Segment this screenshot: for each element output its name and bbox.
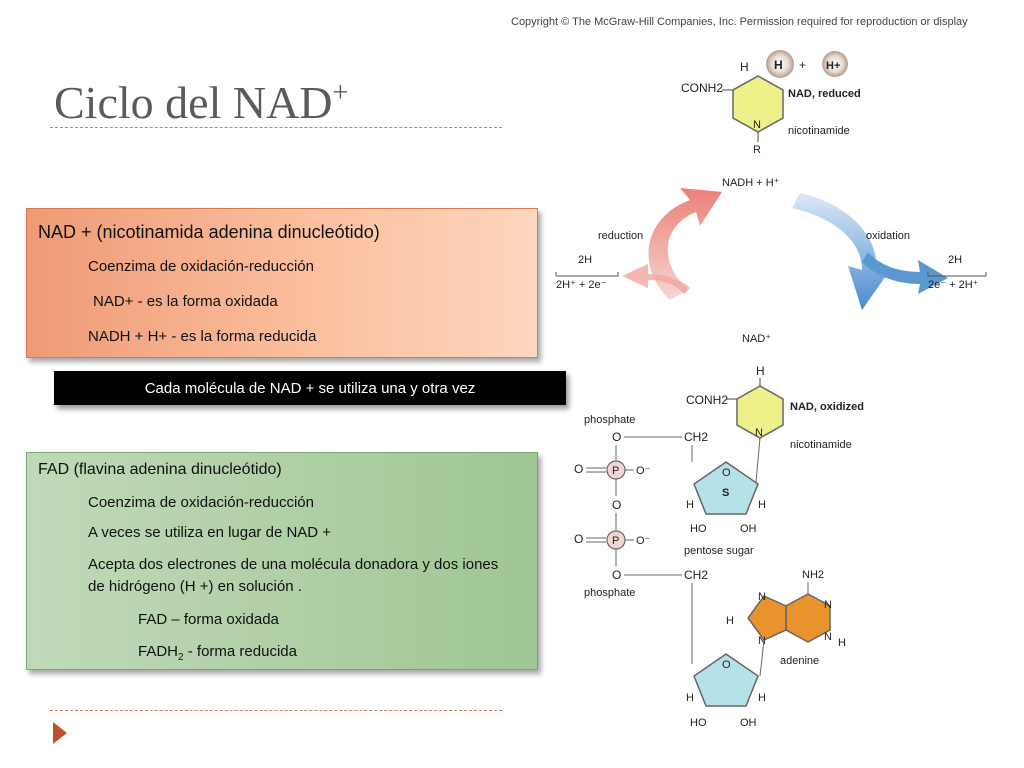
nad-info-box (26, 208, 538, 358)
sulfur-label: S (722, 487, 729, 499)
title-superscript: + (332, 77, 349, 109)
sugar-h-right: H (758, 499, 766, 511)
nad-reduced-structure: H H + H+ CONH2 NAD, reduced N R nicotina… (681, 50, 861, 156)
redox-cycle: NADH + H⁺ NAD⁺ reduction oxidation 2H 2H… (555, 177, 987, 345)
fad-oxidized-line: FAD – forma oxidada (138, 611, 279, 628)
fadh-suffix: - forma reducida (183, 643, 297, 660)
sugar2-o-label: O (722, 659, 731, 671)
nad-cycle-diagram: H H + H+ CONH2 NAD, reduced N R nicotina… (555, 50, 987, 729)
fadh-prefix: FADH (138, 643, 179, 660)
sugar2-oh-label: OH (740, 717, 757, 729)
hydrogen-ball-label: H (774, 58, 783, 72)
o-label-4: O (574, 532, 583, 546)
right-2h-label: 2H (948, 254, 962, 266)
nadh-label: NADH + H⁺ (722, 177, 780, 189)
fadh2-reduced-line: FADH2 - forma reducida (138, 643, 297, 663)
nad-reduced-label: NAD, reduced (788, 88, 861, 100)
reduced-h-label: H (740, 60, 749, 74)
ribose-bottom (693, 653, 759, 707)
reduction-arrow (648, 188, 722, 300)
hydrogen-ball (766, 50, 794, 78)
ribose-top (693, 461, 759, 515)
adenine-n-1: N (758, 591, 766, 603)
right-equation: 2e⁻ + 2H⁺ (928, 279, 979, 291)
adenine-n-3: N (758, 635, 766, 647)
fad-line-1: Coenzima de oxidación-reducción (88, 494, 314, 511)
pentose-label: pentose sugar (684, 545, 754, 557)
adenine-five-ring (747, 595, 787, 641)
reduction-side-arrow (622, 264, 690, 294)
nad-oxidized-structure: H CONH2 NAD, oxidized N nicotinamide pho… (574, 364, 864, 729)
sugar2-h-right: H (758, 692, 766, 704)
nad-line-1: Coenzima de oxidación-reducción (88, 258, 314, 275)
fad-heading: FAD (flavina adenina dinucleótido) (38, 461, 282, 478)
o-label-3: O (612, 498, 621, 512)
nad-heading: NAD + (nicotinamida adenina dinucleótido… (38, 222, 380, 242)
fadh-subscript: 2 (178, 652, 184, 663)
proton-label: H+ (826, 60, 840, 72)
oxidation-label: oxidation (866, 230, 910, 242)
title-text: Ciclo del NAD (54, 77, 333, 128)
sugar-oh-label: OH (740, 523, 757, 535)
fad-info-box (26, 452, 538, 670)
nad-line-3: NADH + H+ - es la forma reducida (88, 328, 317, 345)
nad-label: NAD⁺ (742, 333, 771, 345)
oxidation-arrow (792, 193, 890, 310)
adenine-label: adenine (780, 655, 819, 667)
title-divider (50, 127, 502, 128)
proton-ball (822, 51, 848, 77)
p-label-2: P (612, 535, 619, 547)
adenine-n-4: N (824, 631, 832, 643)
p-label-1: P (612, 465, 619, 477)
sugar2-h-left: H (686, 692, 694, 704)
reduced-n-label: N (753, 119, 761, 131)
oxidized-n-label: N (755, 427, 763, 439)
left-2h-label: 2H (578, 254, 592, 266)
sugar-h-left: H (686, 499, 694, 511)
nad-oxidized-label: NAD, oxidized (790, 401, 864, 413)
oxidation-side-arrow (862, 252, 948, 294)
fad-line-2: A veces se utiliza en lugar de NAD + (88, 524, 332, 541)
adenine-h-right: H (838, 637, 846, 649)
sugar-ho-label: HO (690, 523, 707, 535)
slide-title: Ciclo del NAD+ (54, 76, 348, 129)
nad-line-2: NAD+ - es la forma oxidada (93, 293, 278, 310)
ominus-label-1: O⁻ (636, 465, 651, 477)
ch2-top-label: CH2 (684, 430, 708, 444)
nicotinamide-top-label: nicotinamide (788, 125, 850, 137)
sugar2-ho-label: HO (690, 717, 707, 729)
ch2-bottom-label: CH2 (684, 568, 708, 582)
left-equation: 2H⁺ + 2e⁻ (556, 279, 607, 291)
phosphate-top-label: phosphate (584, 414, 635, 426)
reduction-label: reduction (598, 230, 643, 242)
conh2-bottom-label: CONH2 (686, 393, 728, 407)
adenine-h-left: H (726, 615, 734, 627)
fad-line-3: Acepta dos electrones de una molécula do… (88, 556, 499, 595)
o-label-5: O (612, 568, 621, 582)
phosphate-bottom-label: phosphate (584, 587, 635, 599)
nh2-label: NH2 (802, 569, 824, 581)
next-slide-arrow-icon[interactable] (50, 720, 70, 746)
o-label-1: O (612, 430, 621, 444)
adenine-n-2: N (824, 599, 832, 611)
reduced-r-label: R (753, 144, 761, 156)
conh2-top-label: CONH2 (681, 81, 723, 95)
sugar-o-label: O (722, 467, 731, 479)
plus-label: + (799, 58, 806, 72)
o-label-2: O (574, 462, 583, 476)
reuse-banner: Cada molécula de NAD + se utiliza una y … (54, 371, 566, 405)
oxidized-h-label: H (756, 364, 765, 378)
footer-divider (50, 710, 502, 711)
ominus-label-2: O⁻ (636, 535, 651, 547)
nicotinamide-bottom-label: nicotinamide (790, 439, 852, 451)
copyright-notice: Copyright © The McGraw-Hill Companies, I… (511, 16, 968, 28)
